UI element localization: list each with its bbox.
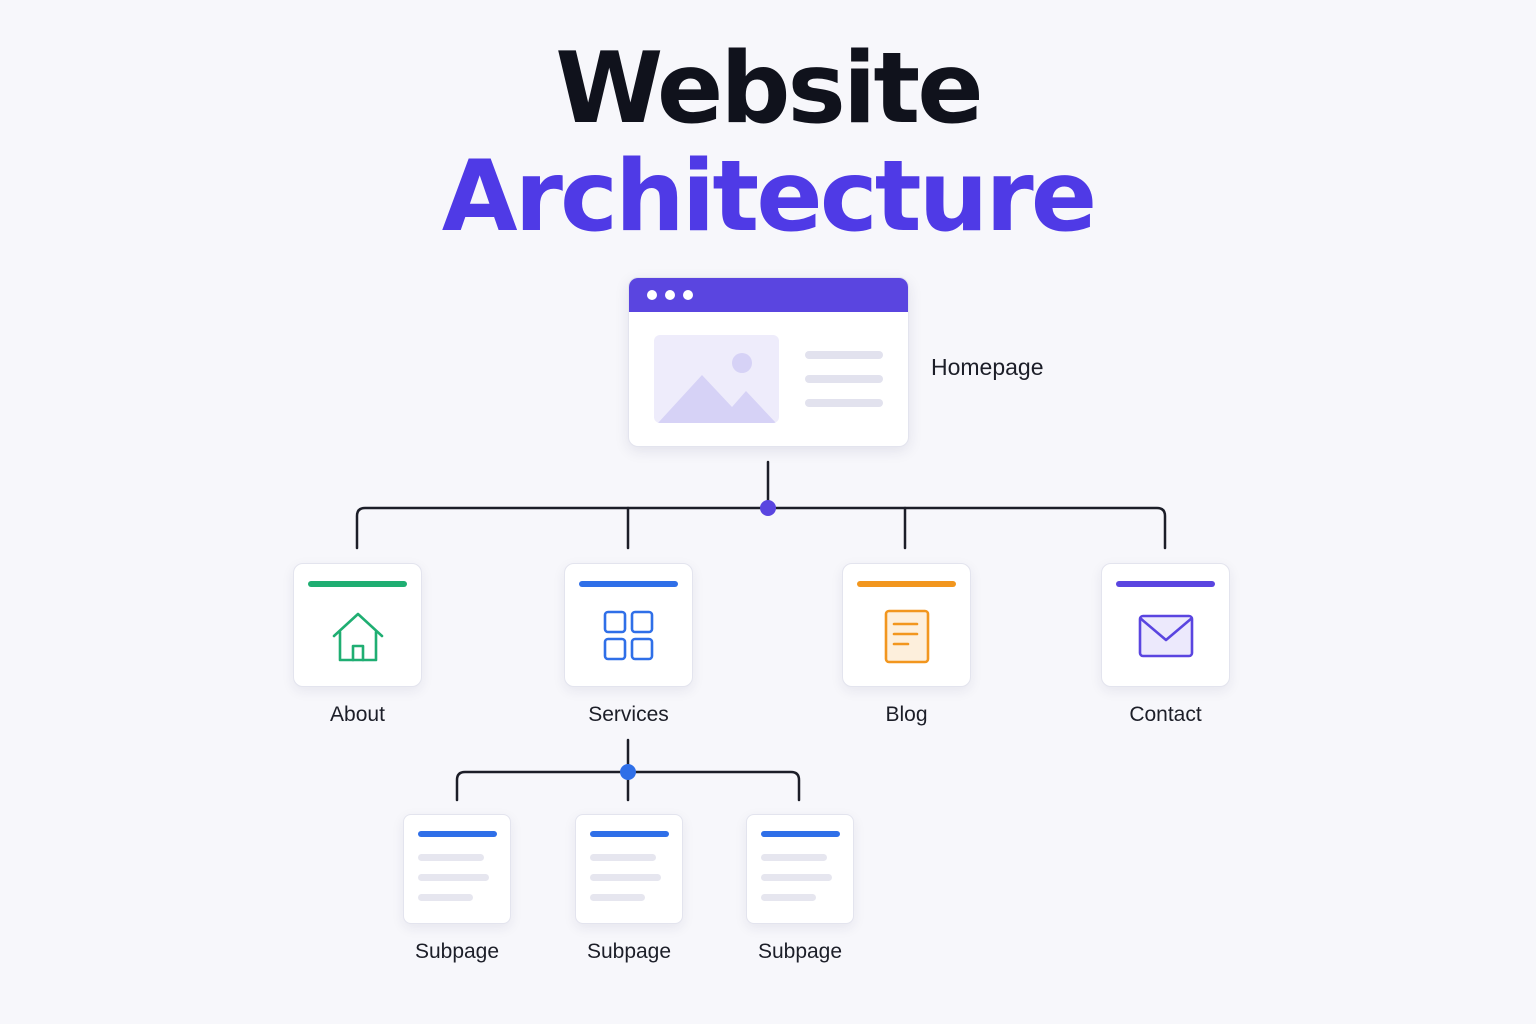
title-line-2: Architecture (441, 140, 1097, 254)
mail-icon (1138, 608, 1194, 664)
grid-icon (601, 608, 657, 664)
text-line-placeholder (761, 874, 832, 881)
blog-accent-bar (857, 581, 956, 587)
services-label: Services (588, 703, 669, 726)
subpage-label: Subpage (414, 940, 500, 963)
window-dot (683, 290, 693, 300)
contact-page-card[interactable] (1101, 563, 1230, 687)
title-line-1: Website (555, 32, 983, 146)
image-icon (654, 335, 779, 423)
subpage-label: Subpage (757, 940, 843, 963)
contact-label: Contact (1129, 703, 1202, 726)
about-label: About (330, 703, 385, 726)
text-line-placeholder (805, 399, 883, 407)
blog-label: Blog (885, 703, 928, 726)
text-line-placeholder (761, 894, 816, 901)
text-line-placeholder (418, 874, 489, 881)
text-line-placeholder (805, 375, 883, 383)
document-icon (879, 608, 935, 664)
subpage-card[interactable] (746, 814, 854, 924)
subpage-accent-bar (418, 831, 497, 837)
contact-accent-bar (1116, 581, 1215, 587)
window-dot (647, 290, 657, 300)
services-accent-bar (579, 581, 678, 587)
browser-title-bar (629, 278, 908, 312)
text-line-placeholder (590, 854, 656, 861)
services-page-card[interactable] (564, 563, 693, 687)
text-line-placeholder (418, 854, 484, 861)
subpage-card[interactable] (575, 814, 683, 924)
top-level-branch-line (355, 506, 1167, 550)
text-line-placeholder (761, 854, 827, 861)
homepage-card[interactable] (628, 277, 909, 447)
blog-page-card[interactable] (842, 563, 971, 687)
services-junction-dot (620, 764, 636, 780)
homepage-label: Homepage (931, 354, 1044, 380)
text-line-placeholder (590, 874, 661, 881)
window-dot (665, 290, 675, 300)
text-line-placeholder (805, 351, 883, 359)
about-page-card[interactable] (293, 563, 422, 687)
homepage-junction-dot (760, 500, 776, 516)
subpage-accent-bar (590, 831, 669, 837)
text-line-placeholder (418, 894, 473, 901)
subpage-accent-bar (761, 831, 840, 837)
home-icon (330, 608, 386, 664)
subpage-label: Subpage (586, 940, 672, 963)
subpage-card[interactable] (403, 814, 511, 924)
text-line-placeholder (590, 894, 645, 901)
about-accent-bar (308, 581, 407, 587)
